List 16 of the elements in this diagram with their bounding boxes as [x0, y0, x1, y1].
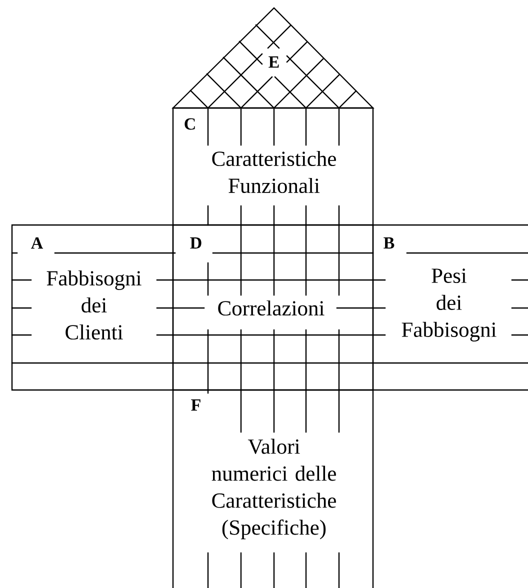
matrix-section — [172, 107, 374, 226]
section-label: Fabbisogni dei Clienti — [46, 270, 142, 340]
matrix-section — [11, 224, 174, 391]
section-label: Caratteristiche Funzionali — [212, 150, 336, 194]
section-label: Pesi dei Fabbisogni — [402, 268, 496, 342]
section-letter: B — [384, 237, 394, 249]
matrix-section — [172, 389, 374, 588]
section-label: Correlazioni — [218, 300, 324, 316]
section-letter: D — [190, 237, 202, 249]
section-letter: E — [268, 56, 279, 68]
matrix-section — [372, 224, 528, 391]
section-label: Valori numerici delle Caratteristiche (Specifiche) — [212, 438, 336, 540]
section-letter: F — [191, 399, 200, 411]
section-letter: C — [184, 118, 195, 130]
matrix-section — [172, 224, 374, 391]
section-letter: A — [31, 237, 44, 249]
